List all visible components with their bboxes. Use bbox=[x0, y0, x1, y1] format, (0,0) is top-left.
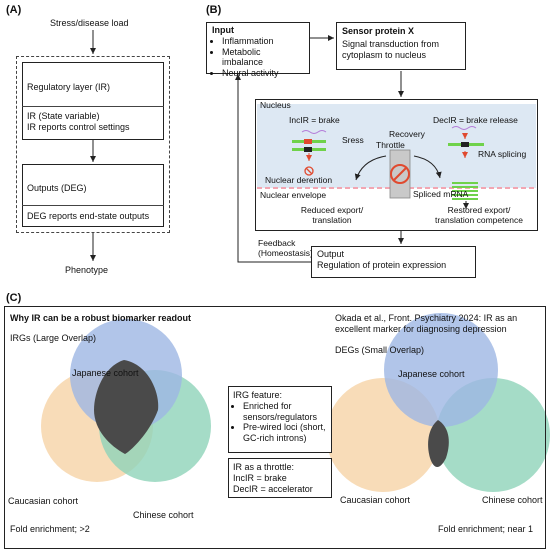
regulatory-dashed-frame bbox=[16, 56, 170, 233]
spliced-mrna-icon bbox=[452, 182, 478, 200]
sensor-box: Sensor protein X Signal transduction fro… bbox=[336, 22, 466, 70]
venn-degs bbox=[326, 313, 550, 492]
output-title: Output bbox=[317, 249, 345, 259]
throttle-brake: IncIR = brake bbox=[233, 472, 287, 483]
input-list: Inflammation Metabolic imbalance Neural … bbox=[212, 36, 304, 79]
input-box: Input Inflammation Metabolic imbalance N… bbox=[206, 22, 310, 78]
irgs-label: IRGs (Large Overlap) bbox=[10, 333, 97, 343]
nucleus-box bbox=[255, 99, 538, 231]
degs-japanese-label: Japanese cohort bbox=[398, 369, 465, 379]
panel-a-label: (A) bbox=[6, 4, 22, 16]
recovery-curve-arrow bbox=[413, 155, 442, 179]
degs-chinese-label: Chinese cohort bbox=[482, 495, 543, 505]
stress-curve-arrow bbox=[354, 155, 387, 181]
fold-right: Fold enrichment; near 1 bbox=[438, 524, 534, 534]
outputs-note: DEG reports end-state outputs bbox=[27, 211, 150, 221]
degs-caucasian-label: Caucasian cohort bbox=[340, 495, 411, 505]
irg-feature-item: Pre-wired loci (short, GC-rich introns) bbox=[243, 422, 327, 444]
irg-feature-title: IRG feature: bbox=[233, 390, 283, 400]
input-title: Input bbox=[212, 25, 234, 35]
throttle-accelerator: DecIR = accelerator bbox=[233, 483, 313, 494]
outputs-title: Outputs (DEG) bbox=[27, 183, 87, 193]
nuclear-envelope-label: Nuclear envelope bbox=[260, 190, 327, 200]
regulatory-layer-box bbox=[22, 62, 164, 140]
incir-label: IncIR = brake bbox=[289, 115, 340, 125]
input-item: Metabolic imbalance bbox=[222, 47, 304, 69]
nucleus-label: Nucleus bbox=[260, 100, 291, 110]
throttle-valve-icon bbox=[389, 149, 411, 199]
recovery-label: Recovery bbox=[389, 129, 425, 139]
throttle-box: IR as a throttle: IncIR = brake DecIR = … bbox=[228, 458, 332, 498]
citation: Okada et al., Front. Psychiatry 2024: IR… bbox=[335, 313, 518, 334]
outputs-box bbox=[22, 164, 164, 227]
ir-control-text: IR reports control settings bbox=[27, 122, 130, 132]
degs-overlap-region bbox=[428, 420, 449, 467]
left-squiggle-icon bbox=[301, 130, 327, 134]
sensor-desc-1: Signal transduction from bbox=[342, 38, 440, 49]
nuclear-detention-label: Nuclear derention bbox=[265, 175, 333, 185]
rna-splicing-label: RNA splicing bbox=[478, 149, 527, 159]
sensor-desc-2: cytoplasm to nucleus bbox=[342, 49, 427, 60]
irgs-chinese-label: Chinese cohort bbox=[133, 510, 194, 520]
degs-label: DEGs (Small Overlap) bbox=[335, 345, 425, 355]
spliced-mrna-label: Spliced mRNA bbox=[413, 189, 469, 199]
stress-label: Sress bbox=[342, 135, 364, 145]
input-item: Inflammation bbox=[222, 36, 304, 47]
irg-feature-list: Enriched for sensors/regulators Pre-wire… bbox=[233, 401, 327, 444]
restored-export-label: Restored export/ translation competence bbox=[435, 205, 523, 225]
right-squiggle-icon bbox=[451, 126, 477, 130]
phenotype-label: Phenotype bbox=[65, 265, 109, 275]
input-item: Neural activity bbox=[222, 68, 304, 79]
output-box: Output Regulation of protein expression bbox=[311, 246, 476, 278]
venn-irgs bbox=[41, 319, 211, 482]
feedback-label: Feedback (Homeostasis) bbox=[258, 238, 313, 258]
panel-c-label: (C) bbox=[6, 292, 22, 304]
panel-c-frame bbox=[4, 306, 546, 549]
fold-left: Fold enrichment; >2 bbox=[10, 524, 90, 534]
panel-b-label: (B) bbox=[206, 4, 222, 16]
irg-feature-item: Enriched for sensors/regulators bbox=[243, 401, 327, 423]
output-desc: Regulation of protein expression bbox=[317, 259, 447, 270]
regulatory-title: Regulatory layer (IR) bbox=[27, 82, 111, 92]
reduced-export-label: Reduced export/ translation bbox=[300, 205, 364, 225]
sensor-title: Sensor protein X bbox=[342, 26, 415, 36]
panel-c-title: Why IR can be a robust biomarker readout bbox=[10, 313, 192, 323]
irgs-overlap-region bbox=[94, 360, 159, 454]
stress-load-label: Stress/disease load bbox=[50, 18, 129, 28]
irg-feature-box: IRG feature: Enriched for sensors/regula… bbox=[228, 386, 332, 453]
ir-state-text: IR (State variable) bbox=[27, 111, 100, 121]
irgs-caucasian-label: Caucasian cohort bbox=[8, 496, 79, 506]
decir-label: DecIR = brake release bbox=[433, 115, 518, 125]
no-symbol-icon bbox=[304, 166, 314, 176]
feedback-arrow bbox=[235, 74, 311, 263]
throttle-title: IR as a throttle: bbox=[233, 462, 295, 472]
irgs-japanese-label: Japanese cohort bbox=[72, 368, 139, 378]
throttle-label: Throttle bbox=[376, 140, 405, 150]
